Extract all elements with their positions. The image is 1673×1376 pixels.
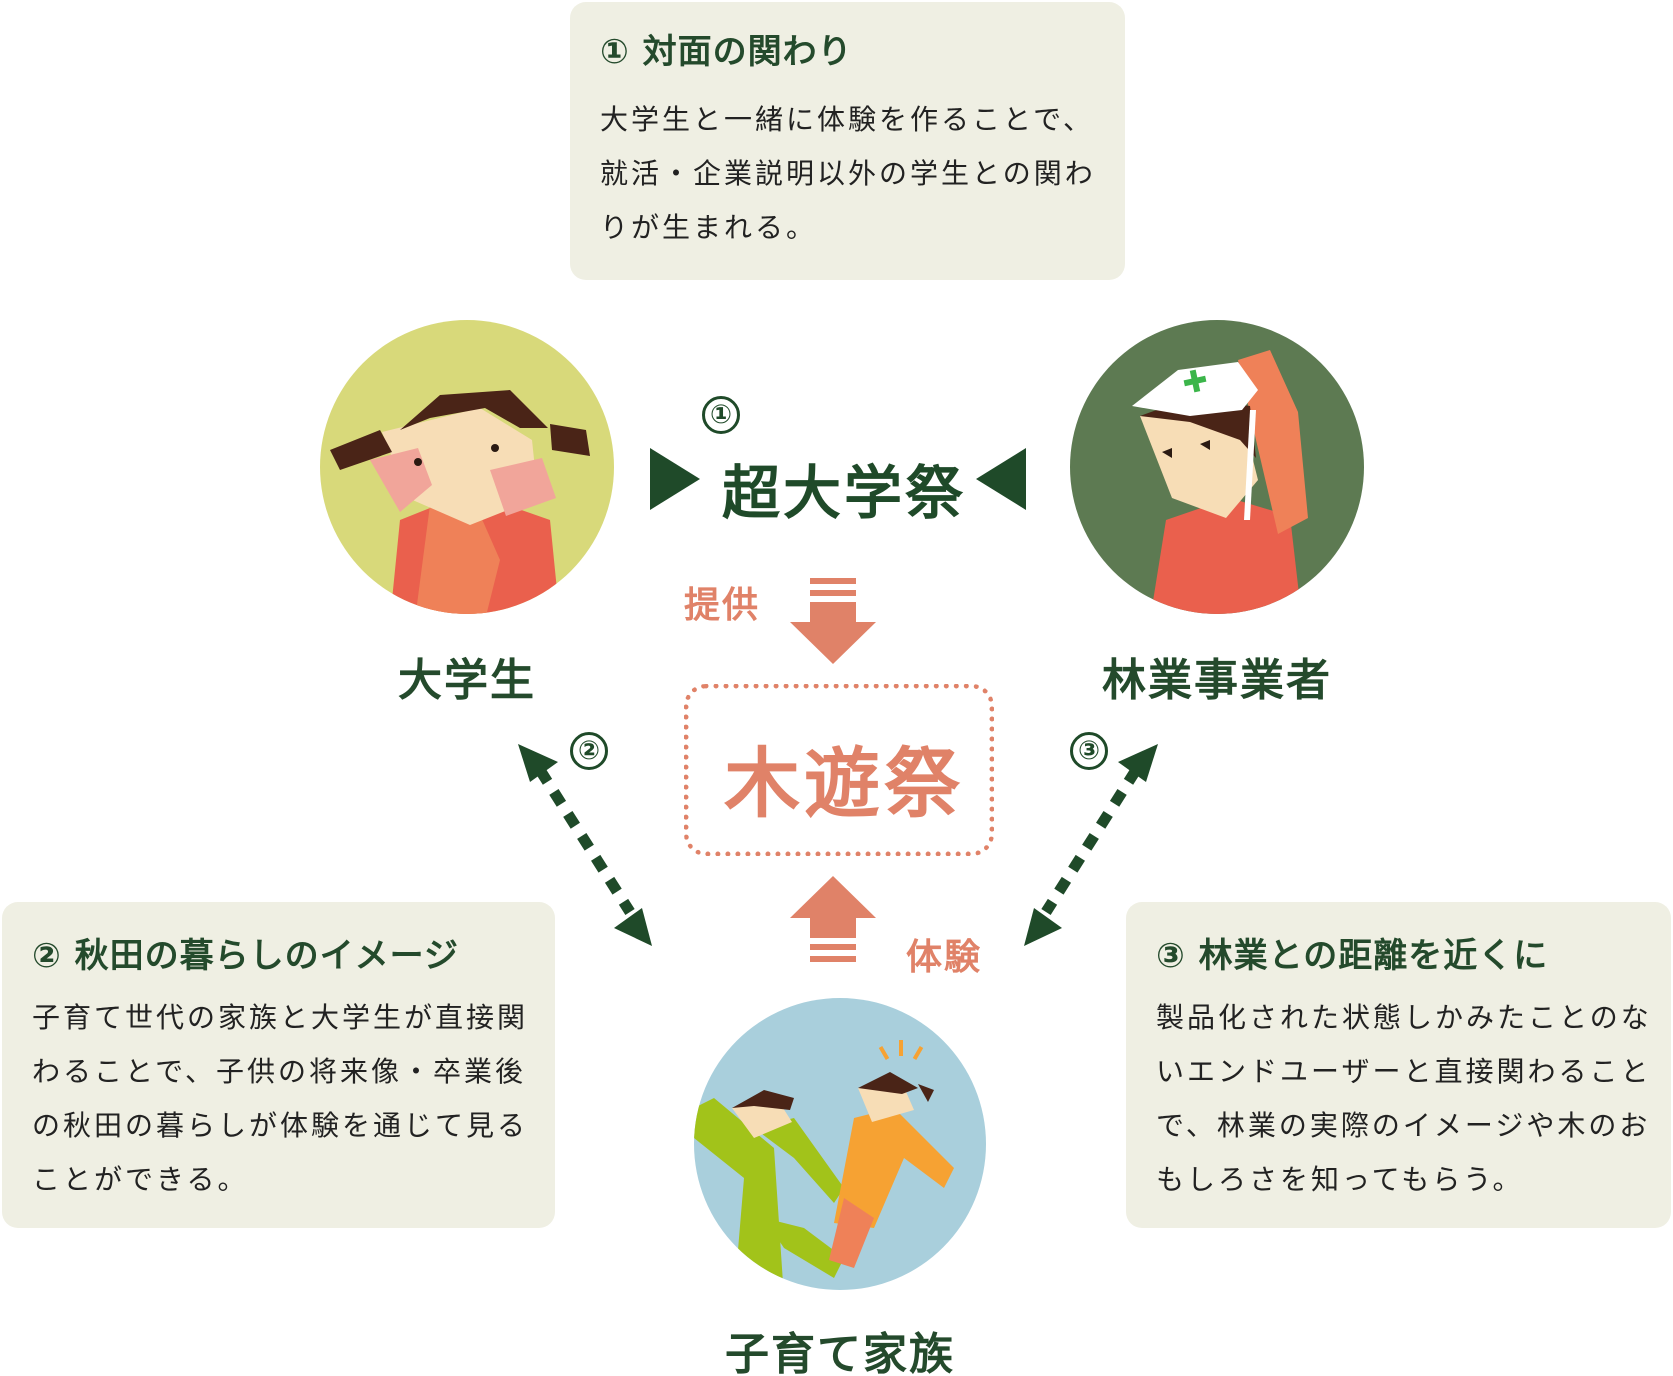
forestry-distance-title: ③ 林業との距離を近くに xyxy=(1156,936,1549,976)
akita-life-line: の秋田の暮らしが体験を通じて見る xyxy=(32,1109,529,1142)
forestry-distance-line: いエンドユーザーと直接関わること xyxy=(1156,1055,1652,1088)
akita-life-line: わることで、子供の将来像・卒業後 xyxy=(32,1055,527,1088)
left-pointing-triangle-icon xyxy=(976,448,1026,510)
forestry-family-dotted-arrow-icon xyxy=(1024,744,1158,946)
face-to-face-box: ① 対面の関わり 大学生と一緒に体験を作ることで、 就活・企業説明以外の学生との… xyxy=(570,2,1125,280)
link-number-2-badge: ② xyxy=(570,732,608,770)
akita-life-line: 子育て世代の家族と大学生が直接関 xyxy=(32,1001,529,1034)
mokuyu-festival-title: 木遊祭 xyxy=(724,739,964,828)
face-to-face-line: 大学生と一緒に体験を作ることで、 xyxy=(600,103,1095,136)
akita-life-title: ② 秋田の暮らしのイメージ xyxy=(32,936,459,976)
provide-down-arrow-icon xyxy=(790,578,876,664)
forestry-distance-line: もしろさを知ってもらう。 xyxy=(1156,1163,1524,1196)
face-to-face-line: 就活・企業説明以外の学生との関わ xyxy=(600,157,1096,190)
forestry-avatar xyxy=(1070,320,1364,614)
experience-up-arrow-icon xyxy=(790,876,876,962)
forestry-distance-box: ③ 林業との距離を近くに 製品化された状態しかみたことのな いエンドユーザーと直… xyxy=(1126,902,1671,1228)
student-label: 大学生 xyxy=(398,655,536,706)
forestry-distance-line: 製品化された状態しかみたことのな xyxy=(1156,1001,1652,1034)
akita-life-line: ことができる。 xyxy=(32,1163,249,1196)
family-running-icon xyxy=(694,1040,954,1290)
right-pointing-triangle-icon xyxy=(650,448,700,510)
family-avatar xyxy=(694,998,986,1290)
akita-life-box: ② 秋田の暮らしのイメージ 子育て世代の家族と大学生が直接関 わることで、子供の… xyxy=(2,902,555,1228)
link-number-3-badge: ③ xyxy=(1070,732,1108,770)
experience-label: 体験 xyxy=(906,937,983,978)
student-family-dotted-arrow-icon xyxy=(518,744,652,946)
face-to-face-line: りが生まれる。 xyxy=(600,211,818,244)
student-avatar xyxy=(320,320,614,614)
provide-label: 提供 xyxy=(684,585,761,626)
forestry-worker-icon xyxy=(1132,350,1308,614)
forestry-label: 林業事業者 xyxy=(1102,655,1332,706)
student-girl-icon xyxy=(330,390,590,614)
face-to-face-title: ① 対面の関わり xyxy=(600,32,853,72)
forestry-distance-line: で、林業の実際のイメージや木のお xyxy=(1156,1109,1651,1142)
mokuyu-festival-box xyxy=(684,684,994,856)
center-title: 超大学祭 xyxy=(722,459,967,527)
center-number-badge: ① xyxy=(702,396,740,434)
family-label: 子育て家族 xyxy=(725,1329,955,1376)
